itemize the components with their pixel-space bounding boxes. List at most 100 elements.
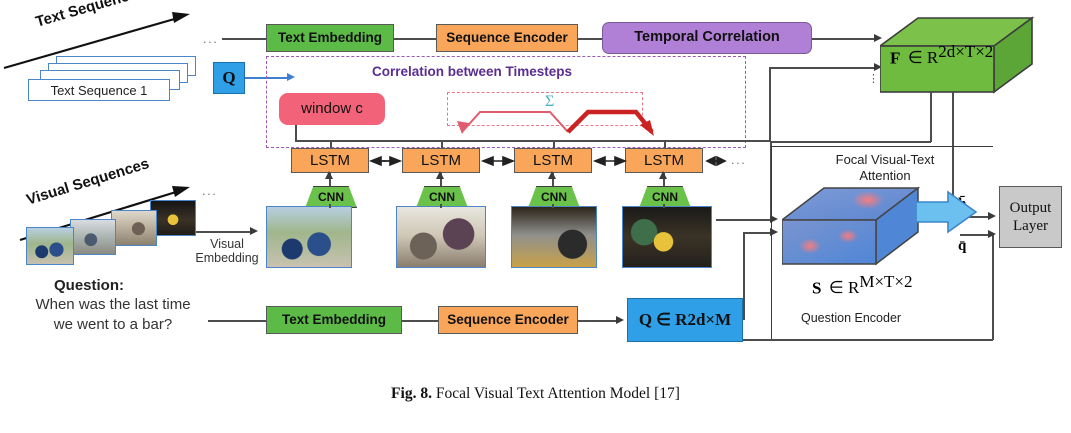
lstm-cell: LSTM	[291, 148, 369, 173]
sigma-aggregation-paths	[457, 109, 654, 136]
lstm-label: LSTM	[420, 151, 461, 169]
lstm-bus-line	[295, 140, 699, 142]
window-c-label: window c	[301, 100, 363, 118]
attention-output-arrow	[916, 190, 978, 234]
cnn-block: CNN	[305, 186, 357, 208]
cnn-to-lstm-line	[329, 173, 331, 187]
lstm-label: LSTM	[643, 151, 684, 169]
cnn-block: CNN	[639, 186, 691, 208]
question-heading: Question:	[54, 277, 124, 294]
correlation-window-region	[447, 92, 643, 126]
cnn-block: CNN	[528, 186, 580, 208]
f-member: ∈ R	[907, 48, 939, 68]
text-sequences-axis-arrow	[3, 12, 190, 70]
visual-embedding-label: Visual Embedding	[184, 237, 270, 266]
f-to-attention-line-v	[930, 92, 932, 142]
f-to-attention-arrowhead	[770, 215, 778, 223]
encoder-to-temporal-line	[578, 38, 602, 40]
q-vector-box: Q	[213, 62, 245, 94]
frame-to-cnn-line	[440, 204, 442, 208]
lstm-bus-to-f-h	[698, 140, 770, 142]
sequence-encoder-bottom-box: Sequence Encoder	[438, 306, 578, 334]
text-embedding-bottom-box: Text Embedding	[266, 306, 402, 334]
frame-to-cnn-line	[552, 204, 554, 208]
embedding-to-encoder-line	[394, 38, 436, 40]
cnn-to-lstm-arrowhead	[659, 171, 667, 179]
lstm-label: LSTM	[309, 151, 350, 169]
lstm-bus-drop-2	[441, 140, 443, 154]
question-to-embedding-line	[208, 320, 266, 322]
s-superscript: M×T×2	[859, 272, 913, 291]
q-vector-label: Q	[222, 68, 236, 88]
text-embedding-top-label: Text Embedding	[277, 29, 382, 45]
lstm-cell: LSTM	[402, 148, 480, 173]
focal-attention-title-line2: Attention	[859, 168, 911, 184]
cnn-label: CNN	[541, 190, 567, 204]
sequence-encoder-top-label: Sequence Encoder	[446, 29, 568, 45]
lstm-cell: LSTM	[625, 148, 703, 173]
lstm-bus-to-f-arrowhead	[874, 63, 882, 71]
figure-caption-text: Focal Visual Text Attention Model [17]	[435, 385, 680, 402]
s-tensor-cube	[782, 186, 921, 266]
frame-to-cnn-line	[329, 204, 331, 208]
visual-embedding-label-line2: Embedding	[195, 251, 259, 266]
question-encoder-label: Question Encoder	[801, 311, 902, 325]
sigma-symbol: Σ	[545, 93, 555, 110]
visual-embedding-line	[196, 231, 250, 233]
f-input-vertical-ellipsis: ⋮	[868, 73, 879, 85]
lstm-bus-drop-3	[553, 140, 555, 154]
temporal-to-f-arrowhead	[874, 34, 882, 42]
attention-input-arrowhead	[770, 228, 778, 236]
sequence-encoder-bottom-label: Sequence Encoder	[447, 311, 569, 327]
text-sequences-ellipsis: ...	[203, 31, 219, 46]
video-frame-thumbnail	[266, 206, 352, 268]
f-to-attention-line-h	[770, 141, 931, 143]
focal-attention-title: Focal Visual-Text Attention	[785, 152, 985, 185]
cnn-label: CNN	[318, 190, 344, 204]
window-c-box: window c	[279, 93, 385, 125]
temporal-correlation-label: Temporal Correlation	[634, 29, 780, 46]
visual-sequences-ellipsis: ...	[202, 183, 218, 198]
encoder-to-qmatrix-arrowhead	[616, 316, 624, 324]
qbar-to-output-arrowhead	[988, 230, 996, 238]
lstm-bidirectional-arrows	[369, 155, 727, 167]
video-frame-thumbnail	[511, 206, 597, 268]
f-to-output-arrowhead	[988, 212, 996, 220]
qbar-from-encoder	[743, 339, 993, 341]
temporal-to-f-line	[812, 38, 874, 40]
q-connector-arrowhead	[287, 73, 295, 81]
s-member: ∈ R	[828, 278, 860, 298]
cnn-to-lstm-arrowhead	[548, 171, 556, 179]
lstm-label: LSTM	[532, 151, 573, 169]
f-tensor-annotation: F ∈ R2d×T×2	[890, 42, 993, 68]
lstm-trailing-ellipsis: ...	[731, 152, 747, 167]
lstm-bus-to-f-v	[769, 67, 771, 141]
bottom-embedding-to-encoder-line	[402, 320, 438, 322]
visual-sequence-stack-frame	[111, 210, 157, 246]
lstm-bus-drop-4	[664, 140, 666, 154]
figure-caption: Fig. 8. Focal Visual Text Attention Mode…	[0, 385, 1071, 403]
f-superscript: 2d×T×2	[938, 42, 994, 61]
f-to-output-line-v	[952, 92, 954, 217]
q-matrix-member: ∈ R	[656, 310, 688, 330]
correlation-panel-title: Correlation between Timesteps	[372, 64, 573, 79]
question-text: When was the last time we went to a bar?	[18, 295, 208, 336]
question-text-line2: we went to a bar?	[53, 316, 173, 334]
f-tensor-cube	[880, 16, 1035, 94]
cnn-to-lstm-arrowhead	[325, 171, 333, 179]
window-c-drop-line	[295, 125, 297, 141]
cnn-to-lstm-line	[440, 173, 442, 187]
text-sequence-stack-item-front[interactable]: Text Sequence 1	[28, 79, 170, 101]
figure-caption-label: Fig. 8.	[391, 385, 432, 402]
cnn-label: CNN	[429, 190, 455, 204]
visual-to-attention-line	[716, 219, 770, 221]
lstm-cell: LSTM	[514, 148, 592, 173]
text-sequence-label: Text Sequence 1	[50, 82, 148, 98]
f-to-attention-down	[770, 141, 772, 219]
q-bar-symbol: q̄	[958, 238, 967, 254]
question-to-attention-line	[743, 232, 770, 234]
text-embedding-top-box: Text Embedding	[266, 24, 394, 52]
video-frame-thumbnail	[622, 206, 712, 268]
visual-sequence-stack-frame	[70, 219, 116, 255]
